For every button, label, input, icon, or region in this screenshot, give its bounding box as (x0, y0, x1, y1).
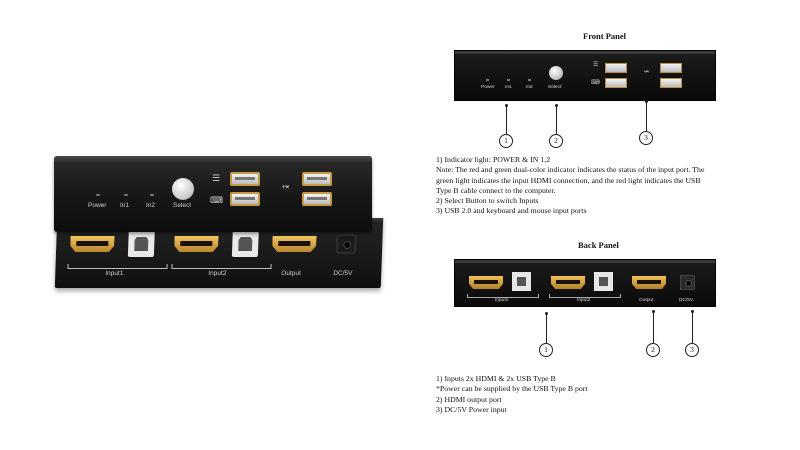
dc-label: DC/5V (679, 298, 694, 303)
in2-label: In2 (526, 85, 533, 90)
front-callout-3: 3 (639, 131, 653, 145)
dc-label: DC/5V (333, 270, 353, 277)
back-panel-diagram: Input1 Input2 Output DC/5V (454, 259, 716, 307)
front-note-line: 1) Indicator light: POWER & IN 1,2 (436, 155, 551, 164)
keyboard-icon: ⌨ (210, 196, 223, 206)
select-button (549, 66, 563, 80)
input2-label: Input2 (208, 270, 227, 277)
power-led (486, 79, 489, 81)
usb-icon: ⬾ (282, 182, 290, 192)
usb-a-port (230, 192, 260, 206)
front-panel-heading: Front Panel (583, 31, 627, 41)
in2-led (150, 194, 154, 196)
back-note-line: *Power can be supplied by the USB Type B… (436, 384, 588, 394)
front-panel-diagram: Power In1 In2 Select ☰ ⌨ ⬾ (454, 50, 716, 101)
front-callout-2: 2 (549, 134, 563, 148)
front-note-line: 2) Select Button to switch Inputs (436, 196, 539, 206)
usb-a-port (660, 63, 682, 73)
back-note-line: 3) DC/5V Power input (436, 404, 507, 414)
hdmi-input2-port (174, 236, 219, 252)
in1-led (124, 194, 128, 196)
usb-a-port (605, 78, 627, 88)
usb-a-port (302, 192, 332, 206)
usb-b-input1-port (127, 231, 155, 257)
select-label: Select (173, 202, 192, 209)
usb-a-port (230, 172, 260, 186)
keyboard-icon: ⌨ (591, 79, 600, 86)
usb-a-port (660, 78, 682, 88)
front-callout-1: 1 (499, 134, 513, 148)
usb-b-input1-port (512, 272, 531, 291)
dc-power-jack (335, 234, 357, 254)
back-note-line: 1) Inputs 2x HDMI & 2x USB Type B (436, 374, 556, 383)
usb-a-port (302, 172, 332, 186)
in1-label: In1 (505, 85, 512, 90)
usb-icon: ⬾ (644, 68, 649, 75)
back-note-line: 2) HDMI output port (436, 394, 502, 404)
back-callout-2: 2 (646, 343, 660, 357)
hdmi-output-port (632, 276, 666, 289)
usb-b-input2-port (594, 272, 613, 291)
select-button (172, 178, 194, 200)
front-note-line: Type B cable connect to the computer. (436, 185, 556, 195)
select-label: Select (548, 85, 562, 90)
back-callout-1: 1 (539, 343, 553, 357)
hdmi-input1-port (469, 276, 503, 289)
back-callout-3: 3 (685, 343, 699, 357)
product-front-unit: Power In1 In2 Select ☰ ⌨ ⬾ (54, 156, 372, 232)
output-label: Output (281, 270, 301, 277)
power-label: Power (88, 202, 107, 209)
back-panel-heading: Back Panel (578, 240, 619, 250)
power-led (96, 194, 100, 196)
product-photo: Input1 Input2 Output DC/5V Power In1 In2… (48, 150, 393, 290)
output-label: Output (639, 298, 654, 303)
dc-power-jack (680, 275, 695, 290)
input1-label: Input1 (495, 298, 509, 303)
hdmi-input1-port (70, 236, 115, 252)
in1-led (507, 79, 510, 81)
front-panel-notes: 1) Indicator light: POWER & IN 1,2 Note:… (436, 155, 704, 217)
front-note-line: 3) USB 2.0 and keyboard and mouse input … (436, 206, 587, 216)
front-note-line: Note: The red and green dual-color indic… (436, 165, 705, 175)
in2-led (528, 79, 531, 81)
input2-label: Input2 (577, 298, 591, 303)
usb-a-port (605, 63, 627, 73)
mouse-icon: ☰ (212, 174, 221, 184)
input1-label: Input1 (105, 270, 124, 277)
hdmi-input2-port (551, 276, 585, 289)
mouse-icon: ☰ (593, 61, 599, 68)
in2-label: In2 (146, 202, 156, 209)
back-panel-notes: 1) Inputs 2x HDMI & 2x USB Type B *Power… (436, 374, 588, 415)
power-label: Power (481, 85, 495, 90)
in1-label: In1 (120, 202, 130, 209)
hdmi-output-port (272, 236, 317, 252)
usb-b-input2-port (231, 231, 259, 257)
front-note-line: green light indicates the input HDMI con… (436, 175, 701, 185)
